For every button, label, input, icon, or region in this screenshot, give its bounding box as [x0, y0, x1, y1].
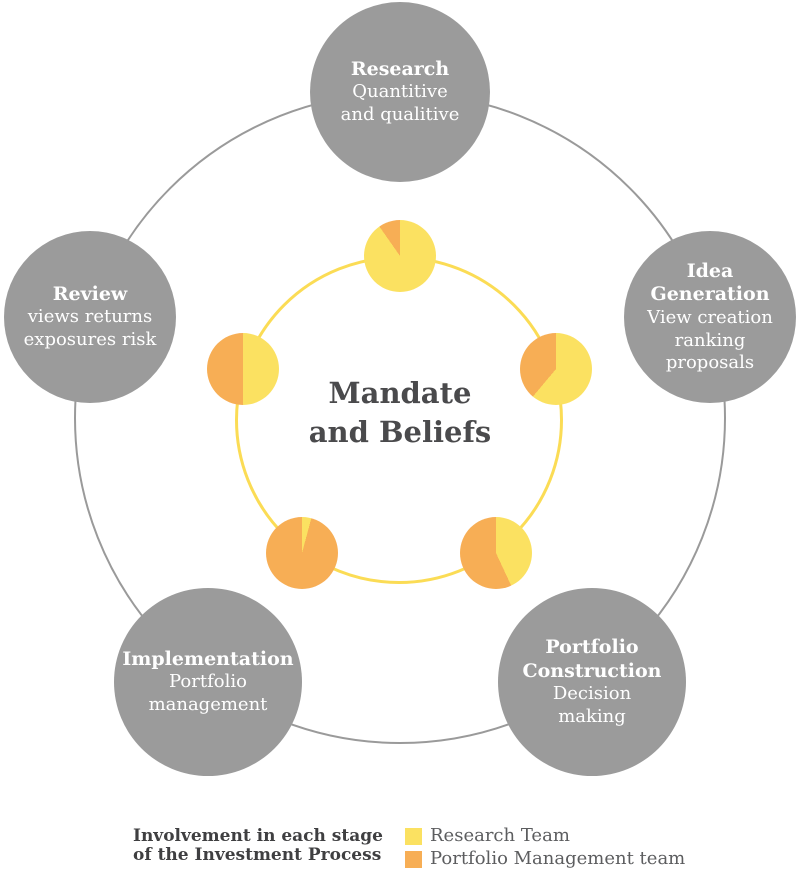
- implementation-pie-chart: [266, 517, 338, 589]
- stage-subtitle-idea-generation: View creation ranking proposals: [647, 307, 773, 375]
- legend-item-label: Portfolio Management team: [430, 848, 686, 869]
- stage-circle-research: Research Quantitive and qualitive: [310, 2, 490, 182]
- title-line: Portfolio: [545, 635, 639, 658]
- subtitle-line: views returns: [27, 306, 153, 328]
- subtitle-line: View creation: [647, 307, 773, 328]
- center-label-line: and Beliefs: [308, 415, 492, 449]
- stage-subtitle-research: Quantitive and qualitive: [341, 81, 460, 126]
- title-line: Generation: [650, 283, 770, 306]
- subtitle-line: exposures risk: [23, 328, 157, 350]
- title-line: Idea: [686, 259, 734, 282]
- center-label-line: Mandate: [328, 375, 472, 410]
- subtitle-line: Decision: [552, 683, 632, 705]
- legend-heading-line: of the Investment Process: [133, 845, 382, 866]
- legend-items: Research Team Portfolio Management team: [405, 827, 685, 868]
- legend-item-label: Research Team: [430, 825, 570, 846]
- stage-subtitle-portfolio-construction: Decision making: [553, 683, 631, 728]
- legend-heading-line: Involvement in each stage: [133, 826, 383, 846]
- idea-generation-pie-chart: [520, 333, 592, 405]
- subtitle-line: proposals: [665, 352, 755, 373]
- stage-circle-implementation: Implementation Portfolio management: [114, 588, 302, 776]
- subtitle-line: Quantitive: [352, 81, 448, 103]
- review-pie-chart: [207, 333, 279, 405]
- research-team-swatch: [405, 827, 422, 845]
- subtitle-line: making: [558, 705, 626, 727]
- legend: Involvement in each stage of the Investm…: [133, 826, 685, 868]
- portfolio-management-team-swatch: [405, 850, 422, 868]
- title-line: Implementation: [122, 647, 294, 670]
- legend-item-research-team: Research Team: [405, 827, 685, 845]
- stage-title-portfolio-construction: Portfolio Construction: [523, 636, 662, 684]
- subtitle-line: Portfolio: [169, 671, 247, 693]
- title-line: Research: [350, 57, 450, 80]
- stage-title-review: Review: [53, 283, 128, 307]
- center-label: Mandate and Beliefs: [230, 374, 570, 452]
- legend-item-portfolio-management-team: Portfolio Management team: [405, 850, 685, 868]
- stage-circle-review: Review views returns exposures risk: [4, 231, 176, 403]
- legend-heading: Involvement in each stage of the Investm…: [133, 826, 395, 866]
- stage-title-implementation: Implementation: [122, 648, 293, 672]
- stage-title-research: Research: [351, 58, 449, 82]
- stage-circle-idea-generation: Idea Generation View creation ranking pr…: [624, 231, 796, 403]
- portfolio-construction-pie-chart: [460, 517, 532, 589]
- stage-subtitle-implementation: Portfolio management: [149, 671, 268, 716]
- title-line: Construction: [522, 659, 662, 682]
- title-line: Review: [52, 282, 128, 305]
- subtitle-line: ranking: [674, 329, 746, 351]
- subtitle-line: and qualitive: [340, 103, 460, 125]
- subtitle-line: management: [148, 693, 268, 715]
- research-pie-chart: [364, 220, 436, 292]
- stage-circle-portfolio-construction: Portfolio Construction Decision making: [498, 588, 686, 776]
- stage-title-idea-generation: Idea Generation: [650, 260, 769, 308]
- stage-subtitle-review: views returns exposures risk: [24, 306, 157, 351]
